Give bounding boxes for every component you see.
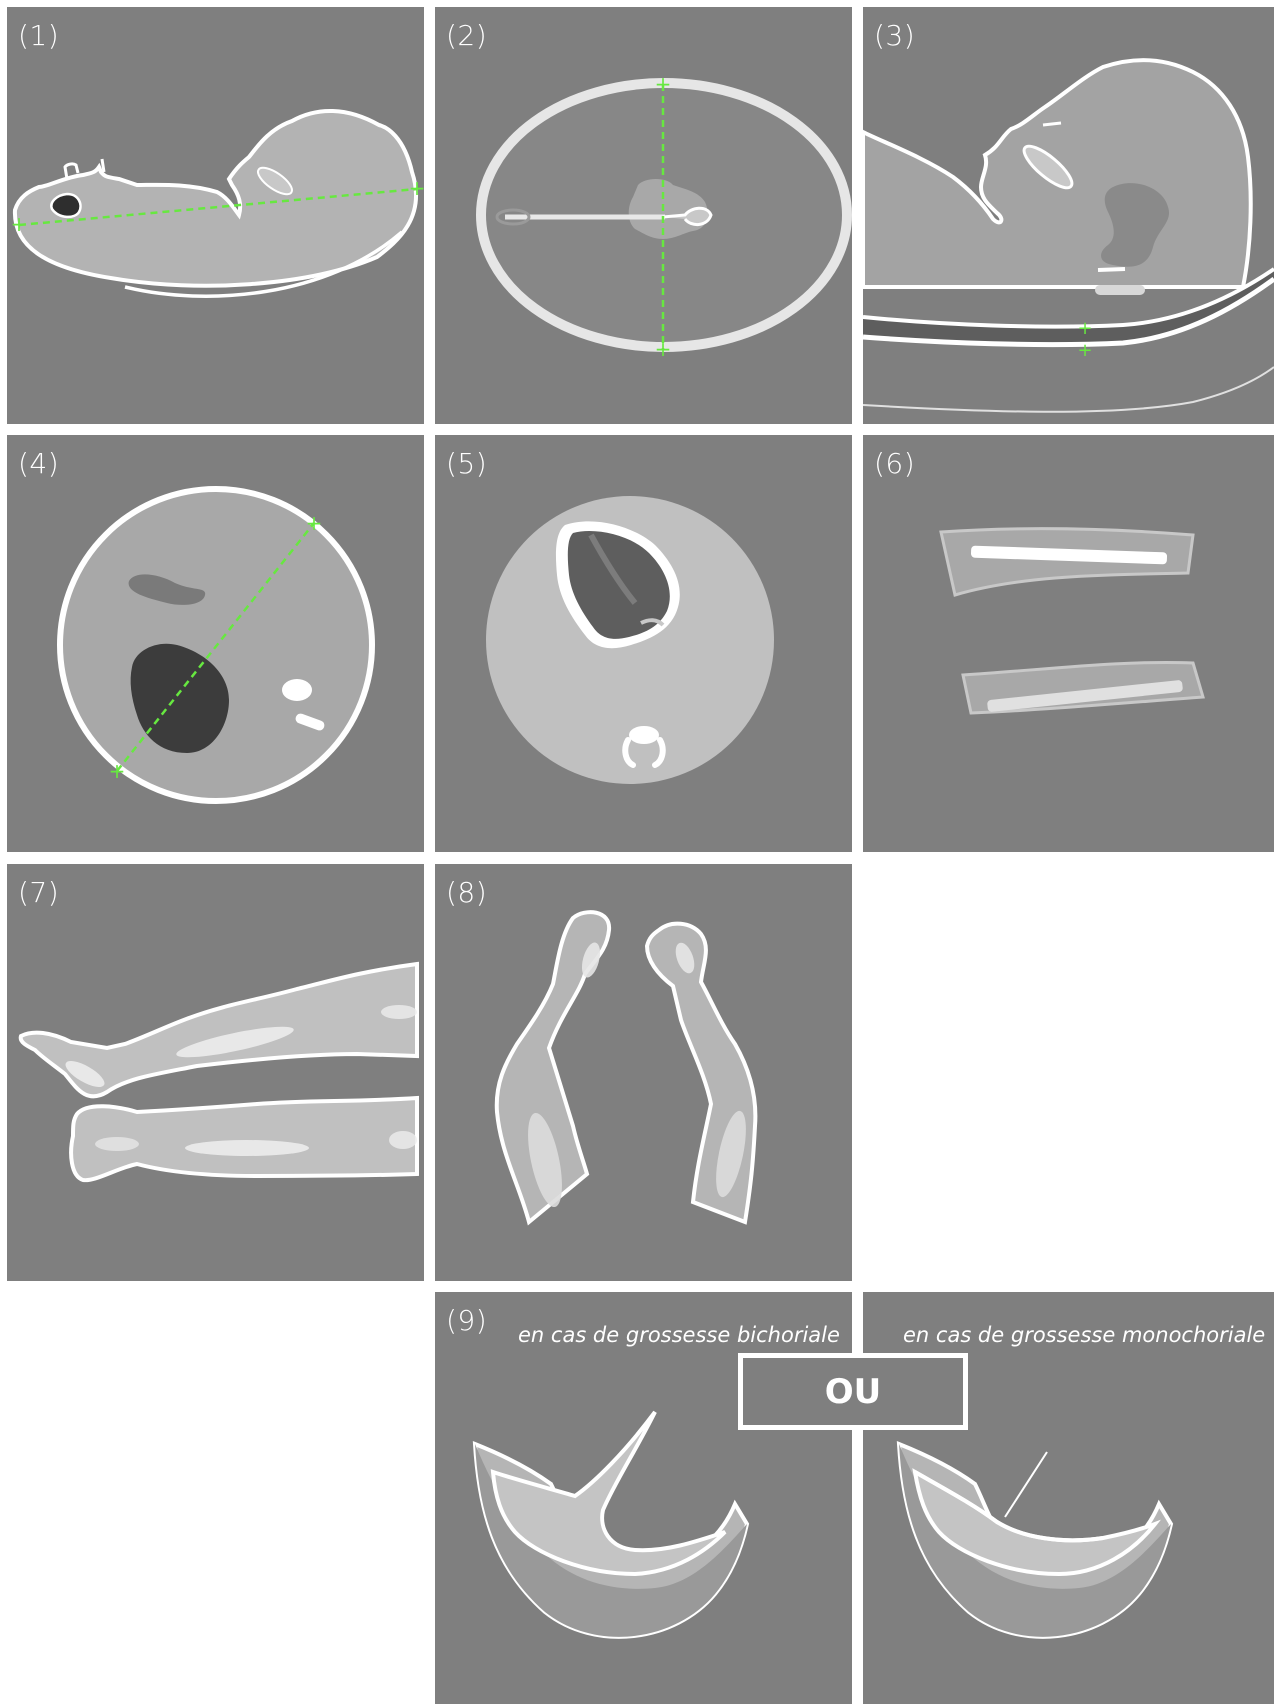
panel-7-drawing (7, 864, 424, 1281)
upper-femur-end (381, 1005, 417, 1019)
panel-7-label: (7) (18, 876, 59, 909)
panel-1-label: (1) (18, 19, 59, 52)
caption-monochorial: en cas de grossesse monochoriale (903, 1323, 1265, 1347)
lower-foot-bones (95, 1137, 139, 1151)
panel-1-drawing: + + (7, 7, 424, 424)
panel-6-long-bones: (6) (863, 435, 1274, 852)
caption-bichorial: en cas de grossesse bichoriale (518, 1323, 840, 1347)
panel-4-drawing: + + (7, 435, 424, 852)
nasal-bone (1043, 123, 1061, 125)
thin-septum-pointer (1005, 1452, 1047, 1517)
panel-5-drawing (435, 435, 852, 852)
spine-ossification-1 (282, 679, 312, 701)
crl-caliper-end: + (409, 176, 424, 200)
panel-3-nuchal-sagittal: + + (3) (863, 7, 1274, 424)
panel-4-abdomen-axial: + + (4) (7, 435, 424, 852)
panel-3-drawing: + + (863, 7, 1274, 424)
panel-5-label: (5) (446, 447, 487, 480)
panel-3-label: (3) (874, 19, 915, 52)
panel-7-legs: (7) (7, 864, 424, 1281)
panel-2-label: (2) (446, 19, 487, 52)
panel-5-heart-axial: (5) (435, 435, 852, 852)
nt-caliper-bottom: + (1077, 340, 1092, 361)
bpd-caliper-bottom: + (655, 337, 672, 361)
palate-line (1098, 269, 1125, 270)
panel-2-drawing: + + (435, 7, 852, 424)
panel-2-head-axial: + + (2) (435, 7, 852, 424)
spine-body (629, 726, 659, 744)
or-box: OU (738, 1353, 968, 1430)
uterine-wall-line (863, 367, 1274, 412)
yolk-sac (51, 194, 80, 217)
or-label: OU (825, 1372, 882, 1412)
lower-tibia-bone (185, 1140, 309, 1156)
spine-vertebra (1095, 285, 1145, 295)
panel-8-arms: (8) (435, 864, 852, 1281)
panel-8-drawing (435, 864, 852, 1281)
panel-6-label: (6) (874, 447, 915, 480)
crl-caliper-start: + (11, 212, 28, 236)
nt-caliper-top: + (1077, 318, 1092, 339)
panel-9-label: (9) (446, 1304, 487, 1337)
right-arm-outline (647, 924, 755, 1222)
panel-1-crl-sagittal: + + (1) (7, 7, 424, 424)
bpd-caliper-top: + (655, 72, 672, 96)
panel-4-label: (4) (18, 447, 59, 480)
panel-8-label: (8) (446, 876, 487, 909)
ac-caliper-end: + (306, 511, 323, 535)
ac-caliper-start: + (109, 759, 126, 783)
lower-femur-end (389, 1131, 417, 1149)
panel-6-drawing (863, 435, 1274, 852)
